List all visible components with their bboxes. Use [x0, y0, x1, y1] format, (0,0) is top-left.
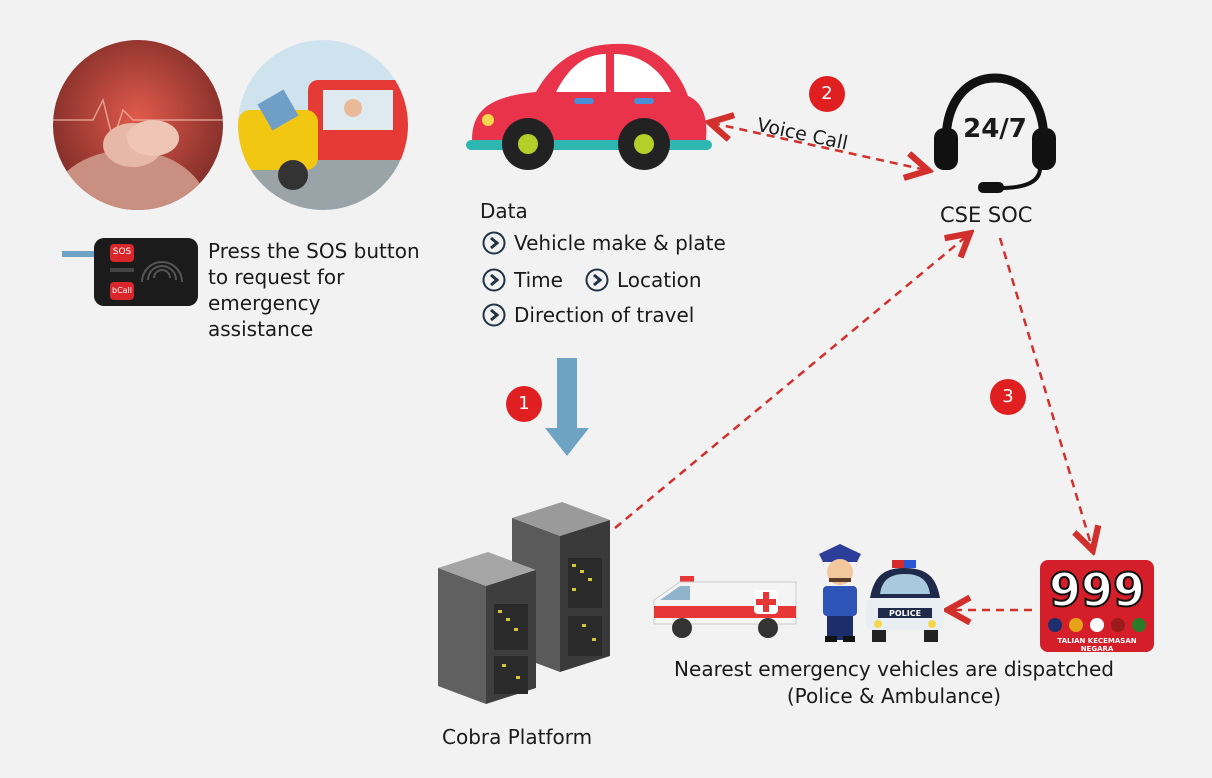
sos-device: SOS bCall — [62, 238, 198, 306]
headset-icon: 24/7 — [930, 70, 1060, 200]
data-item-label: Vehicle make & plate — [514, 231, 726, 255]
step-badge-1: 1 — [506, 386, 542, 422]
data-item-vehicle: Vehicle make & plate — [482, 230, 726, 256]
step-badge-3: 3 — [990, 379, 1026, 415]
sos-instruction: Press the SOS button to request for emer… — [208, 239, 420, 341]
car-accident-photo — [238, 40, 408, 210]
bcall-button-label: bCall — [111, 286, 132, 295]
chevron-right-icon — [585, 268, 609, 292]
step-badge-2: 2 — [809, 76, 845, 112]
data-flow-arrow — [545, 358, 589, 456]
police-officer-icon — [815, 540, 865, 642]
heart-attack-photo — [53, 40, 223, 210]
data-item-label: Location — [617, 268, 702, 292]
sos-button-label: SOS — [112, 247, 132, 257]
hotline-999-logo: 999 TALIAN KECEMASAN NEGARA — [1040, 560, 1154, 653]
headset-text: 24/7 — [963, 114, 1027, 144]
agency-emblems — [1044, 618, 1150, 636]
data-item-label: Direction of travel — [514, 303, 695, 327]
hotline-number: 999 — [1048, 563, 1146, 617]
vehicle-icon — [466, 36, 712, 176]
chevron-right-icon — [482, 268, 506, 292]
data-item-direction: Direction of travel — [482, 302, 694, 328]
ambulance-icon — [650, 574, 800, 640]
data-heading: Data — [480, 199, 528, 223]
dispatch-line-1: Nearest emergency vehicles are dispatche… — [674, 657, 1114, 681]
dispatch-line-2: (Police & Ambulance) — [786, 684, 1002, 708]
platform-label: Cobra Platform — [442, 725, 593, 749]
police-car-label: POLICE — [888, 609, 922, 618]
soc-label: CSE SOC — [940, 203, 1033, 227]
data-item-label: Time — [514, 268, 563, 292]
data-item-location: Location — [585, 267, 702, 293]
soc-to-999-arrow — [998, 237, 1092, 548]
voice-call-arrow — [712, 123, 926, 170]
server-racks-icon — [432, 498, 622, 708]
police-car-icon: POLICE — [864, 558, 946, 644]
chevron-right-icon — [482, 231, 506, 255]
data-item-time: Time — [482, 267, 563, 293]
chevron-right-icon — [482, 303, 506, 327]
platform-to-soc-arrow — [614, 235, 968, 529]
hotline-tagline: TALIAN KECEMASAN NEGARA — [1057, 637, 1137, 653]
